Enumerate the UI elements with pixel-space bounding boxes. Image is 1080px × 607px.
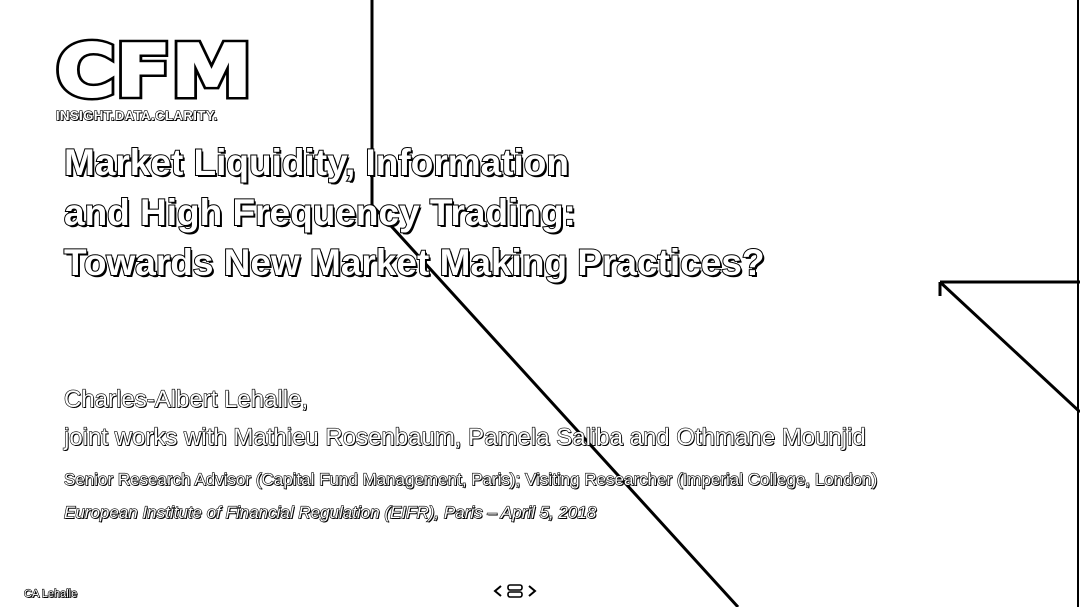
coauthors: joint works with Mathieu Rosenbaum, Pame… (63, 423, 866, 451)
slide-navigation[interactable] (492, 583, 544, 604)
cfm-wordmark-inline: CFM (56, 38, 252, 104)
footer-author: CA Lehalle (23, 587, 78, 600)
title-line-3: Towards New Market Making Practices? (63, 241, 765, 284)
nav-prev-icon[interactable] (492, 584, 504, 603)
title-line-1: Market Liquidity, Information (63, 141, 570, 184)
cfm-wordmark: CFM CFM (56, 38, 255, 104)
title-line-2: and High Frequency Trading: (63, 191, 577, 234)
affiliation: Senior Research Advisor (Capital Fund Ma… (63, 469, 878, 489)
event-info: European Institute of Financial Regulati… (63, 502, 597, 522)
nav-frame-icon[interactable] (506, 583, 524, 604)
nav-next-icon[interactable] (526, 584, 538, 603)
cfm-logo: CFM CFM INSIGHT.DATA.CLARITY. (52, 38, 262, 130)
logo-tagline: INSIGHT.DATA.CLARITY. (55, 107, 218, 123)
cfm-wordmark-text: CFM (56, 38, 252, 104)
author-name: Charles-Albert Lehalle, (63, 385, 309, 413)
slide-title: Market Liquidity, Information and High F… (63, 138, 765, 288)
